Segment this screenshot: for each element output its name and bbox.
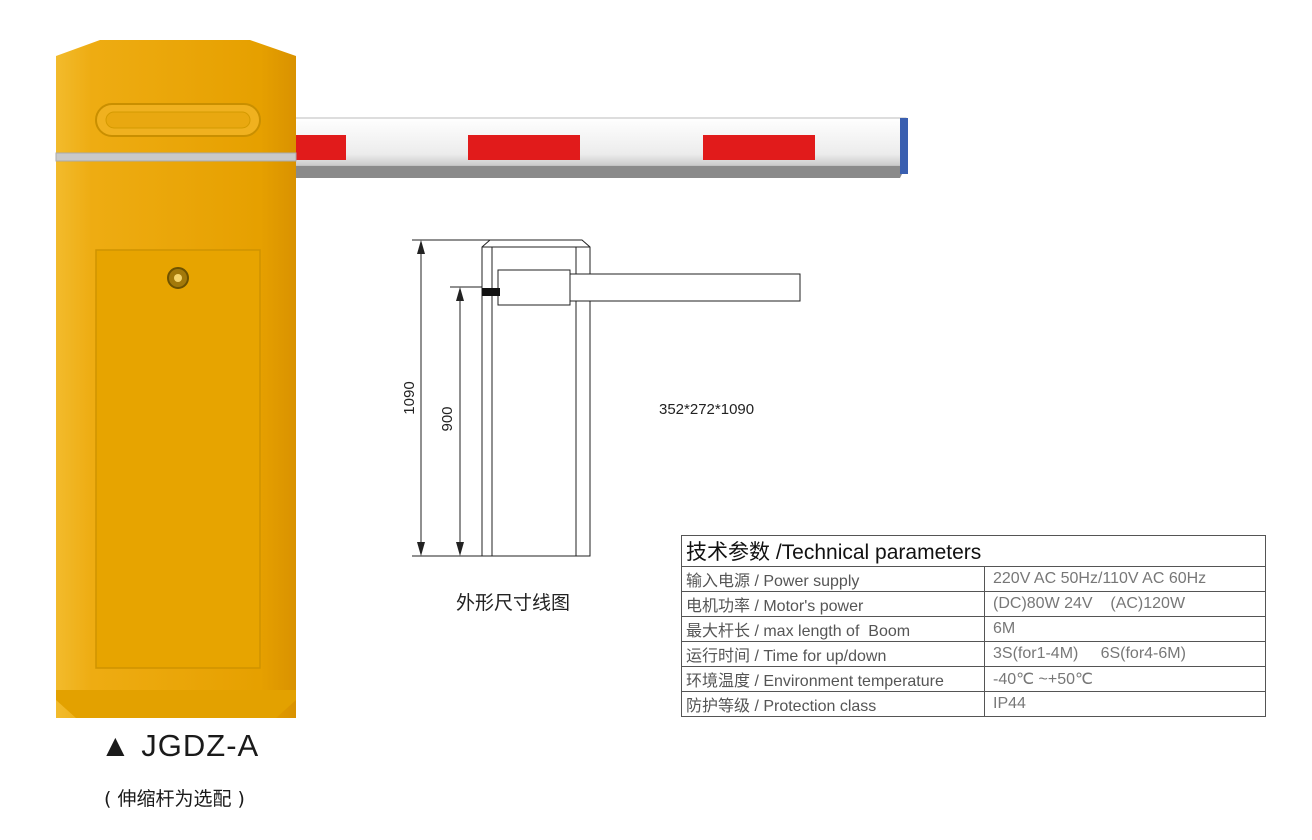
- spec-label: 运行时间 / Time for up/down: [681, 641, 985, 667]
- spec-label: 环境温度 / Environment temperature: [681, 666, 985, 692]
- spec-value: IP44: [983, 691, 1267, 717]
- spec-label: 电机功率 / Motor's power: [681, 591, 985, 617]
- spec-label: 输入电源 / Power supply: [681, 566, 985, 592]
- spec-label: 防护等级 / Protection class: [681, 691, 985, 717]
- spec-value: 3S(for1-4M) 6S(for4-6M): [983, 641, 1267, 667]
- table-row: 电机功率 / Motor's power (DC)80W 24V (AC)120…: [681, 591, 1267, 617]
- spec-label: 最大杆长 / max length of Boom: [681, 616, 985, 642]
- model-note: ( 伸缩杆为选配 ): [104, 788, 245, 810]
- spec-value: 220V AC 50Hz/110V AC 60Hz: [983, 566, 1267, 592]
- boom-arm: [289, 117, 908, 178]
- table-row: 环境温度 / Environment temperature -40℃ ~+50…: [681, 666, 1267, 692]
- table-row: 输入电源 / Power supply 220V AC 50Hz/110V AC…: [681, 566, 1267, 592]
- spec-value: 6M: [983, 616, 1267, 642]
- overall-height-label: 1090: [401, 381, 418, 414]
- barrier-gate-illustration: [55, 40, 908, 718]
- dimensions-text: 352*272*1090: [659, 401, 755, 418]
- spec-table-title: 技术参数 /Technical parameters: [680, 535, 1267, 567]
- table-row: 防护等级 / Protection class IP44: [681, 691, 1267, 717]
- spec-value: (DC)80W 24V (AC)120W: [983, 591, 1267, 617]
- spec-table: 技术参数 /Technical parameters 输入电源 / Power …: [680, 535, 1267, 717]
- lock-icon: [167, 267, 189, 289]
- boom-height-label: 900: [439, 406, 456, 431]
- dimension-drawing: 1090 900: [401, 239, 801, 557]
- table-row: 最大杆长 / max length of Boom 6M: [681, 616, 1267, 642]
- gate-cabinet: [55, 40, 297, 718]
- spec-value: -40℃ ~+50℃: [983, 666, 1267, 692]
- diagram-caption: 外形尺寸线图: [456, 592, 571, 614]
- model-name: ▲ JGDZ-A: [100, 728, 260, 763]
- table-row: 运行时间 / Time for up/down 3S(for1-4M) 6S(f…: [681, 641, 1267, 667]
- spec-table-header: 技术参数 /Technical parameters: [680, 535, 1267, 567]
